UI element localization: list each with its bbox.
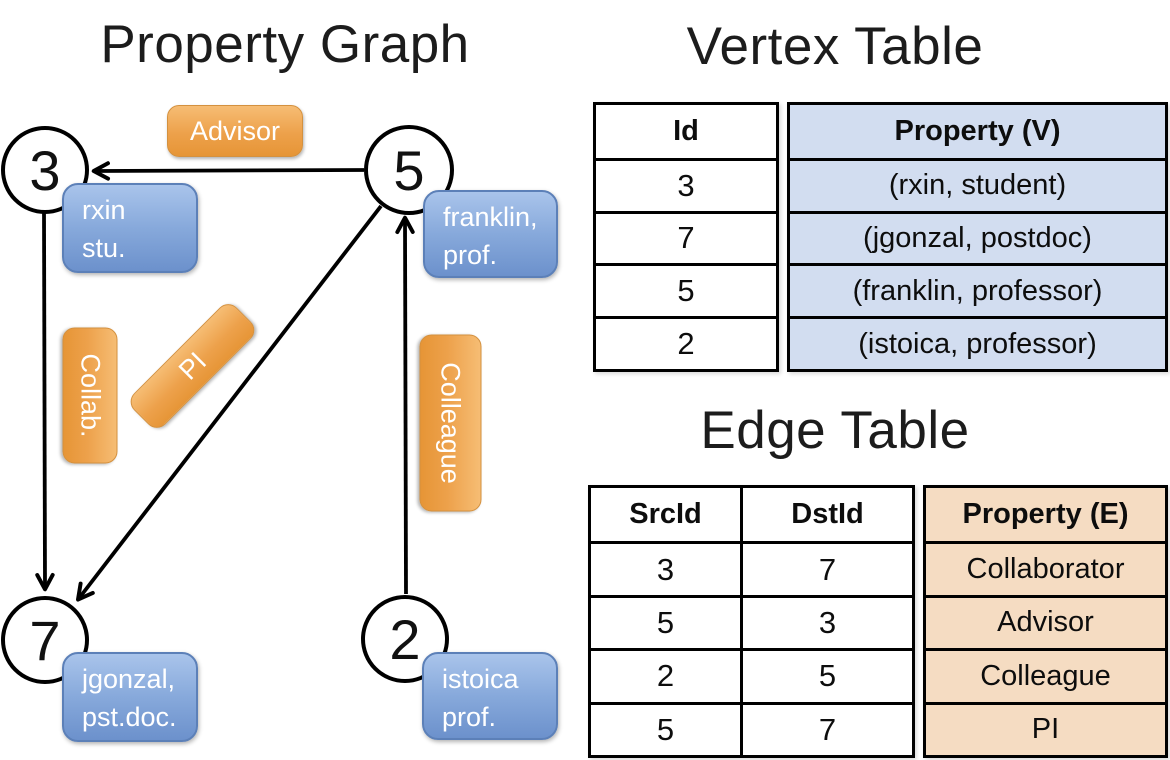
table-cell: (istoica, professor) bbox=[790, 316, 1165, 369]
graph-title: Property Graph bbox=[100, 15, 470, 74]
table-cell: PI bbox=[926, 701, 1165, 755]
table-cell: 2 bbox=[596, 316, 776, 369]
table-cell: 3 bbox=[596, 157, 776, 211]
vertex-label-line2: prof. bbox=[442, 702, 497, 732]
table-cell: (rxin, student) bbox=[790, 157, 1165, 211]
table-cell: 5 bbox=[596, 263, 776, 316]
edge-table-id-columns: SrcId DstId 3 7 5 3 2 5 5 7 bbox=[588, 485, 915, 758]
table-cell: 3 bbox=[591, 541, 743, 595]
edge-label-colleague: Colleague bbox=[419, 334, 482, 512]
vertex-circle-5: 5 bbox=[364, 125, 454, 215]
vertex-table-id-column: Id 3 7 5 2 bbox=[593, 102, 779, 372]
edge-table-header-srcid: SrcId bbox=[591, 488, 743, 542]
table-cell: 5 bbox=[591, 594, 743, 649]
edge-table-header-dstid: DstId bbox=[791, 498, 864, 531]
vertex-table-title: Vertex Table bbox=[686, 17, 984, 76]
vertex-label-line1: jgonzal, bbox=[82, 664, 176, 694]
vertex-label-line2: pst.doc. bbox=[82, 702, 177, 732]
vertex-label-line1: istoica bbox=[442, 664, 519, 694]
table-cell: 7 bbox=[743, 701, 912, 755]
vertex-label-jgonzal: jgonzal, pst.doc. bbox=[62, 652, 198, 742]
table-cell: 7 bbox=[596, 210, 776, 264]
graph-arrows-layer bbox=[35, 161, 415, 602]
vertex-circle-2: 2 bbox=[361, 595, 449, 683]
vertex-id: 7 bbox=[29, 608, 61, 672]
edge-line-2-to-5 bbox=[395, 215, 415, 595]
vertex-label-line2: stu. bbox=[82, 233, 126, 263]
table-cell: (franklin, professor) bbox=[790, 263, 1165, 316]
vertex-label-line1: franklin, bbox=[443, 202, 538, 232]
vertex-label-rxin: rxin stu. bbox=[62, 183, 198, 273]
vertex-table-property-column: Property (V) (rxin, student) (jgonzal, p… bbox=[787, 102, 1168, 372]
table-cell: 7 bbox=[743, 541, 912, 594]
edge-line-3-to-7 bbox=[35, 211, 55, 592]
edge-label-advisor: Advisor bbox=[167, 105, 303, 157]
table-cell: 3 bbox=[743, 594, 912, 648]
vertex-label-istoica: istoica prof. bbox=[422, 652, 558, 740]
edge-table-property-column: Property (E) Collaborator Advisor Collea… bbox=[923, 485, 1168, 758]
vertex-label-franklin: franklin, prof. bbox=[423, 190, 558, 278]
edge-line-5-to-7 bbox=[76, 204, 383, 602]
vertex-label-line1: rxin bbox=[82, 195, 126, 225]
table-cell: Advisor bbox=[926, 594, 1165, 648]
vertex-label-line2: prof. bbox=[443, 240, 498, 270]
table-cell: 2 bbox=[591, 648, 743, 702]
table-cell: 5 bbox=[591, 701, 743, 755]
vertex-id: 3 bbox=[29, 138, 61, 202]
table-cell: Colleague bbox=[926, 648, 1165, 701]
edge-label-collab: Collab. bbox=[62, 327, 118, 464]
vertex-table-header-property: Property (V) bbox=[894, 114, 1061, 147]
vertex-id: 5 bbox=[393, 138, 425, 202]
vertex-table-header-id: Id bbox=[673, 114, 699, 147]
edge-table-header-property: Property (E) bbox=[962, 498, 1129, 531]
edge-table-title: Edge Table bbox=[700, 401, 970, 460]
table-cell: Collaborator bbox=[926, 541, 1165, 594]
table-cell: 5 bbox=[743, 648, 912, 701]
vertex-id: 2 bbox=[389, 607, 421, 671]
table-cell: (jgonzal, postdoc) bbox=[790, 210, 1165, 264]
edge-line-5-to-3 bbox=[91, 161, 365, 181]
